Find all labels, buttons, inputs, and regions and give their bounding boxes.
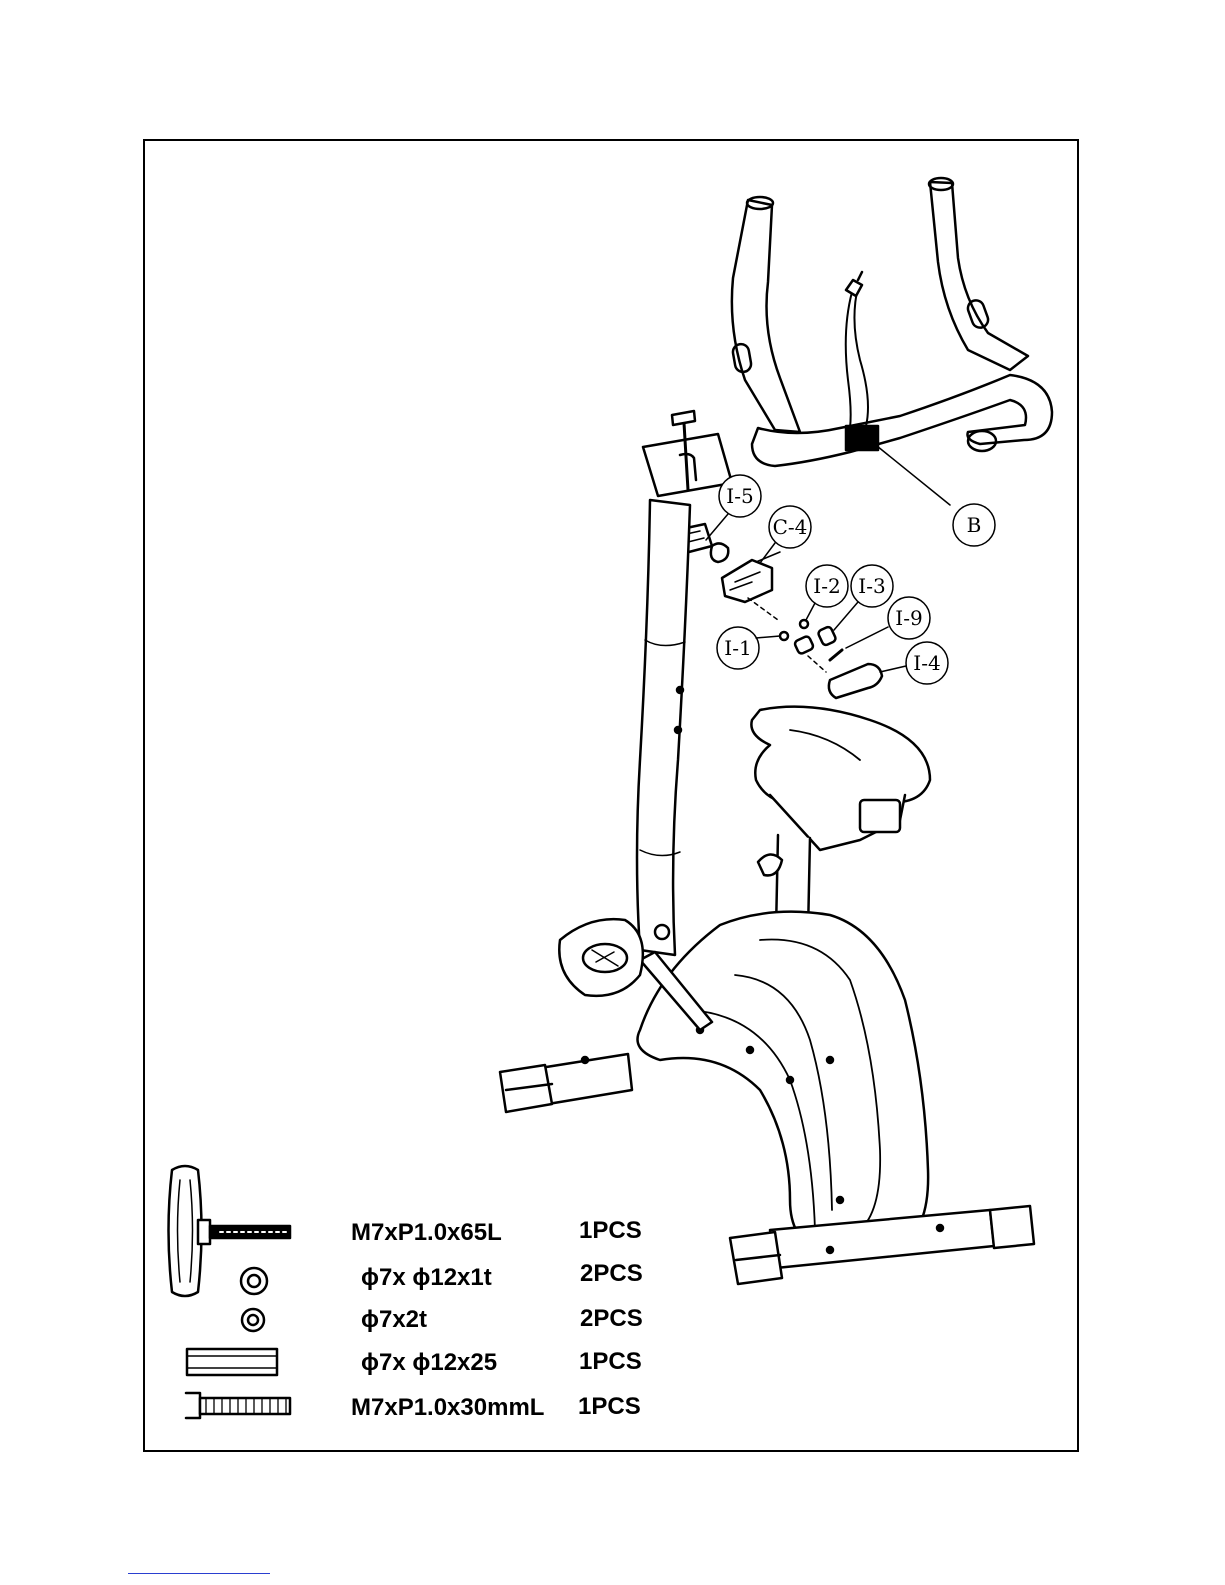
bolt-icon xyxy=(186,1393,290,1418)
callout-b: B xyxy=(953,504,995,546)
callout-b-label: B xyxy=(967,513,982,537)
hardware-qty-5: 1PCS xyxy=(578,1393,641,1421)
spring-washer-icon xyxy=(242,1309,264,1331)
hardware-desc-5: M7xP1.0x30mmL xyxy=(351,1394,544,1422)
flat-washer-icon xyxy=(241,1268,267,1294)
callout-i4: I-4 xyxy=(880,642,948,684)
callout-i4-label: I-4 xyxy=(913,651,940,675)
hardware-desc-1: M7xP1.0x65L xyxy=(351,1219,502,1247)
callout-i5-label: I-5 xyxy=(726,484,753,508)
handlebar-drawing xyxy=(732,178,1052,505)
callout-c4-label: C-4 xyxy=(773,515,808,539)
spacer-sleeve-icon xyxy=(187,1349,277,1375)
callout-i2: I-2 xyxy=(806,565,848,620)
hardware-desc-3: ϕ7x2t xyxy=(361,1306,427,1334)
callout-i9-label: I-9 xyxy=(895,606,922,630)
callout-i3-label: I-3 xyxy=(858,574,885,598)
callout-i2-label: I-2 xyxy=(813,574,840,598)
hardware-desc-2: ϕ7x ϕ12x1t xyxy=(361,1264,492,1292)
frame-shroud-drawing xyxy=(638,912,929,1250)
hardware-qty-3: 2PCS xyxy=(580,1305,643,1333)
front-stabilizer-drawing xyxy=(500,1054,632,1112)
page-link-underline[interactable] xyxy=(128,1573,270,1574)
hardware-qty-4: 1PCS xyxy=(579,1348,642,1376)
hardware-qty-2: 2PCS xyxy=(580,1260,643,1288)
sensor-plate-b xyxy=(846,426,878,450)
callout-i1: I-1 xyxy=(717,627,780,669)
mast-drawing xyxy=(637,500,690,955)
console-bracket-drawing xyxy=(643,411,732,496)
t-handle-knob-icon xyxy=(169,1166,291,1296)
callout-i9: I-9 xyxy=(846,597,930,648)
hardware-desc-4: ϕ7x ϕ12x25 xyxy=(361,1349,497,1377)
callout-i1-label: I-1 xyxy=(724,636,751,660)
saddle-drawing xyxy=(751,707,930,932)
callout-c4: C-4 xyxy=(760,506,811,563)
hardware-qty-1: 1PCS xyxy=(579,1217,642,1245)
